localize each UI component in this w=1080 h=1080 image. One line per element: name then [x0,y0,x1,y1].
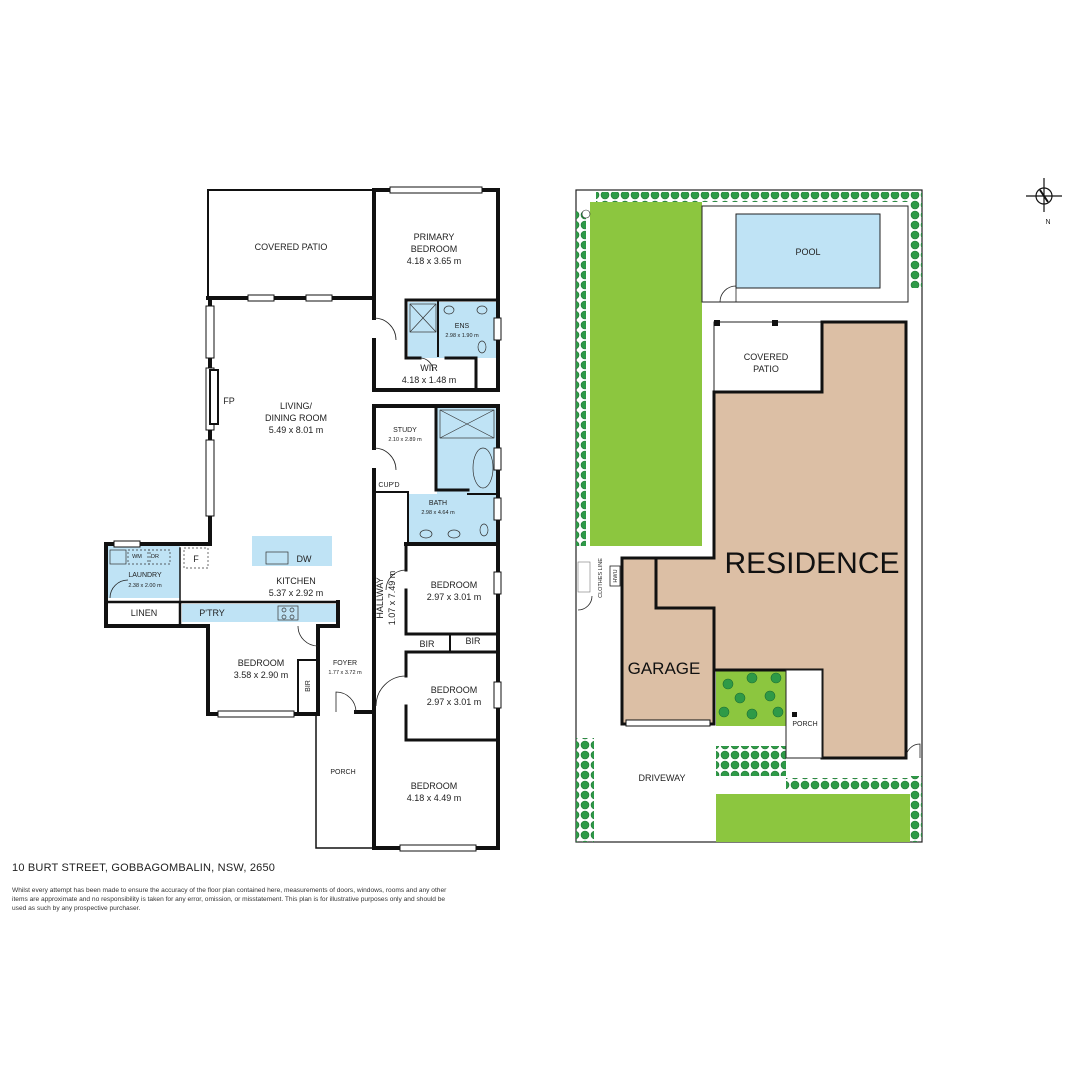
residence-label: RESIDENCE [724,547,899,580]
site-plan: POOL COVERED PATIO RESIDENCE GARAGE PORC… [575,189,923,843]
site-covered-patio-2: PATIO [753,364,779,374]
label-linen: LINEN [131,608,158,618]
disclaimer-text: Whilst every attempt has been made to en… [12,887,447,913]
label-wir: WIR [420,363,438,373]
fixtures [109,303,495,621]
label-fp: FP [223,396,235,406]
driveway-label: DRIVEWAY [638,773,685,783]
label-fridge: F [193,554,199,564]
label-study: STUDY [393,427,417,434]
dim-hallway: 1.07 x 7.49 m [387,571,397,626]
site-porch-label: PORCH [792,721,817,728]
dim-ens: 2.98 x 1.90 m [445,333,479,339]
label-covered-patio: COVERED PATIO [255,242,328,252]
hedge-southeast [910,776,922,842]
label-bir-2: BIR [465,636,481,646]
hwu-box [609,565,621,587]
label-cupd: CUP'D [378,482,399,489]
site-covered-patio-1: COVERED [744,352,789,362]
garage-label: GARAGE [628,659,701,678]
label-porch: PORCH [330,769,355,776]
label-dr: DR [151,554,159,560]
pool-label: POOL [795,247,820,257]
dim-bedroom-5: 4.18 x 4.49 m [407,793,462,803]
label-primary-bedroom-2: BEDROOM [411,244,458,254]
lawn-west [590,202,702,546]
label-living-1: LIVING/ [280,401,313,411]
label-primary-bedroom-1: PRIMARY [414,232,455,242]
hedge-southwest [576,738,594,842]
dim-bedroom-2: 2.97 x 3.01 m [427,592,482,602]
label-bedroom-4: BEDROOM [238,658,285,668]
label-dw: DW [297,554,312,564]
dim-living: 5.49 x 8.01 m [269,425,324,435]
clothes-line [577,561,591,593]
dim-laundry: 2.38 x 2.00 m [128,583,162,589]
label-wm: WM [132,554,142,560]
hedge-west [576,210,586,546]
label-ptry: P'TRY [199,608,225,618]
garage-footprint [620,556,716,726]
pool [735,213,881,289]
garden-shrubs [718,672,784,720]
label-bir-3: BIR [305,680,312,692]
floor-plan-group: COVERED PATIO PRIMARY BEDROOM 4.18 x 3.6… [104,186,502,852]
fireplace [209,369,219,425]
label-bedroom-5: BEDROOM [411,781,458,791]
site-porch [785,669,823,759]
dim-bedroom-4: 3.58 x 2.90 m [234,670,289,680]
dim-primary-bedroom: 4.18 x 3.65 m [407,256,462,266]
hedge-east [910,192,922,288]
label-living-2: DINING ROOM [265,413,327,423]
dim-foyer: 1.77 x 3.72 m [328,670,362,676]
label-laundry: LAUNDRY [128,572,162,579]
compass-n-label: N [1045,219,1050,226]
label-bath: BATH [429,500,447,507]
hedge-south-row2 [786,778,910,790]
label-ens: ENS [455,323,470,330]
lawn-southeast [716,794,910,842]
label-bir-1: BIR [419,639,435,649]
label-kitchen: KITCHEN [276,576,316,586]
hwu-label: HWU [613,569,619,582]
hedge-top [596,192,910,202]
dim-bath: 2.98 x 4.64 m [421,510,455,516]
doors [109,317,434,713]
hedge-south-row [716,746,786,776]
dim-bedroom-3: 2.97 x 3.01 m [427,697,482,707]
compass-icon [1026,178,1062,212]
wet-areas [108,302,496,622]
property-address: 10 BURT STREET, GOBBAGOMBALIN, NSW, 2650 [12,862,276,874]
dim-study: 2.10 x 2.89 m [388,437,422,443]
label-foyer: FOYER [333,660,357,667]
dim-wir: 4.18 x 1.48 m [402,375,457,385]
label-bedroom-2: BEDROOM [431,580,478,590]
clothes-line-label: CLOTHES LINE [598,558,604,598]
room-labels: COVERED PATIO PRIMARY BEDROOM 4.18 x 3.6… [128,232,481,803]
dim-kitchen: 5.37 x 2.92 m [269,588,324,598]
label-bedroom-3: BEDROOM [431,685,478,695]
label-hallway: HALLWAY [375,577,385,618]
